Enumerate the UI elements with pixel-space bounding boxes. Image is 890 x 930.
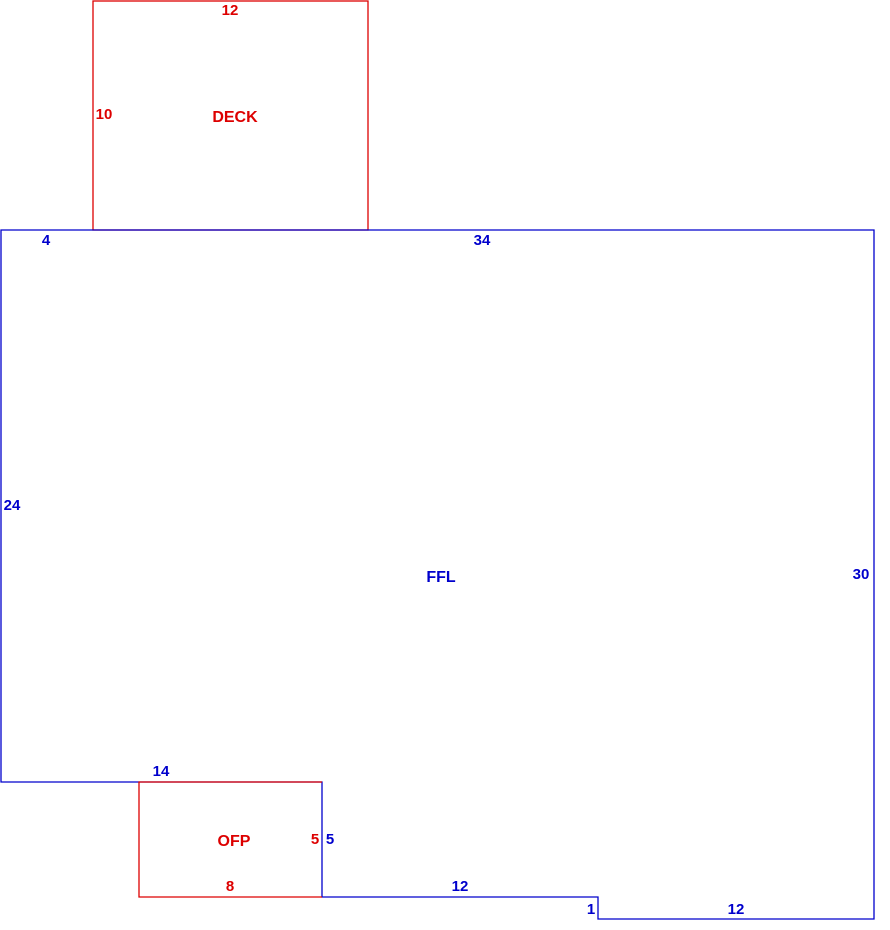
ffl-notch-side-dimension: 5 bbox=[326, 831, 334, 848]
ffl-bottom-mid-dimension: 12 bbox=[452, 878, 469, 895]
ffl-bottom-left-dimension: 14 bbox=[153, 763, 170, 780]
ffl-top-dimension: 34 bbox=[474, 232, 491, 249]
ofp-area-label: OFP bbox=[218, 833, 251, 850]
deck-top-dimension: 12 bbox=[222, 2, 239, 19]
ffl-right-dimension: 30 bbox=[853, 566, 870, 583]
ofp-right-dimension: 5 bbox=[311, 831, 319, 848]
deck-left-dimension: 10 bbox=[96, 106, 113, 123]
ffl-outline bbox=[0, 229, 875, 920]
ffl-step-dimension: 1 bbox=[587, 901, 595, 918]
ffl-area-label: FFL bbox=[426, 569, 456, 586]
ofp-outline bbox=[138, 781, 322, 898]
ffl-top-left-dimension: 4 bbox=[42, 232, 51, 249]
ofp-bottom-dimension: 8 bbox=[226, 878, 234, 895]
ffl-bottom-right-dimension: 12 bbox=[728, 901, 745, 918]
ffl-left-dimension: 24 bbox=[4, 497, 21, 514]
deck-area-label: DECK bbox=[212, 109, 258, 126]
